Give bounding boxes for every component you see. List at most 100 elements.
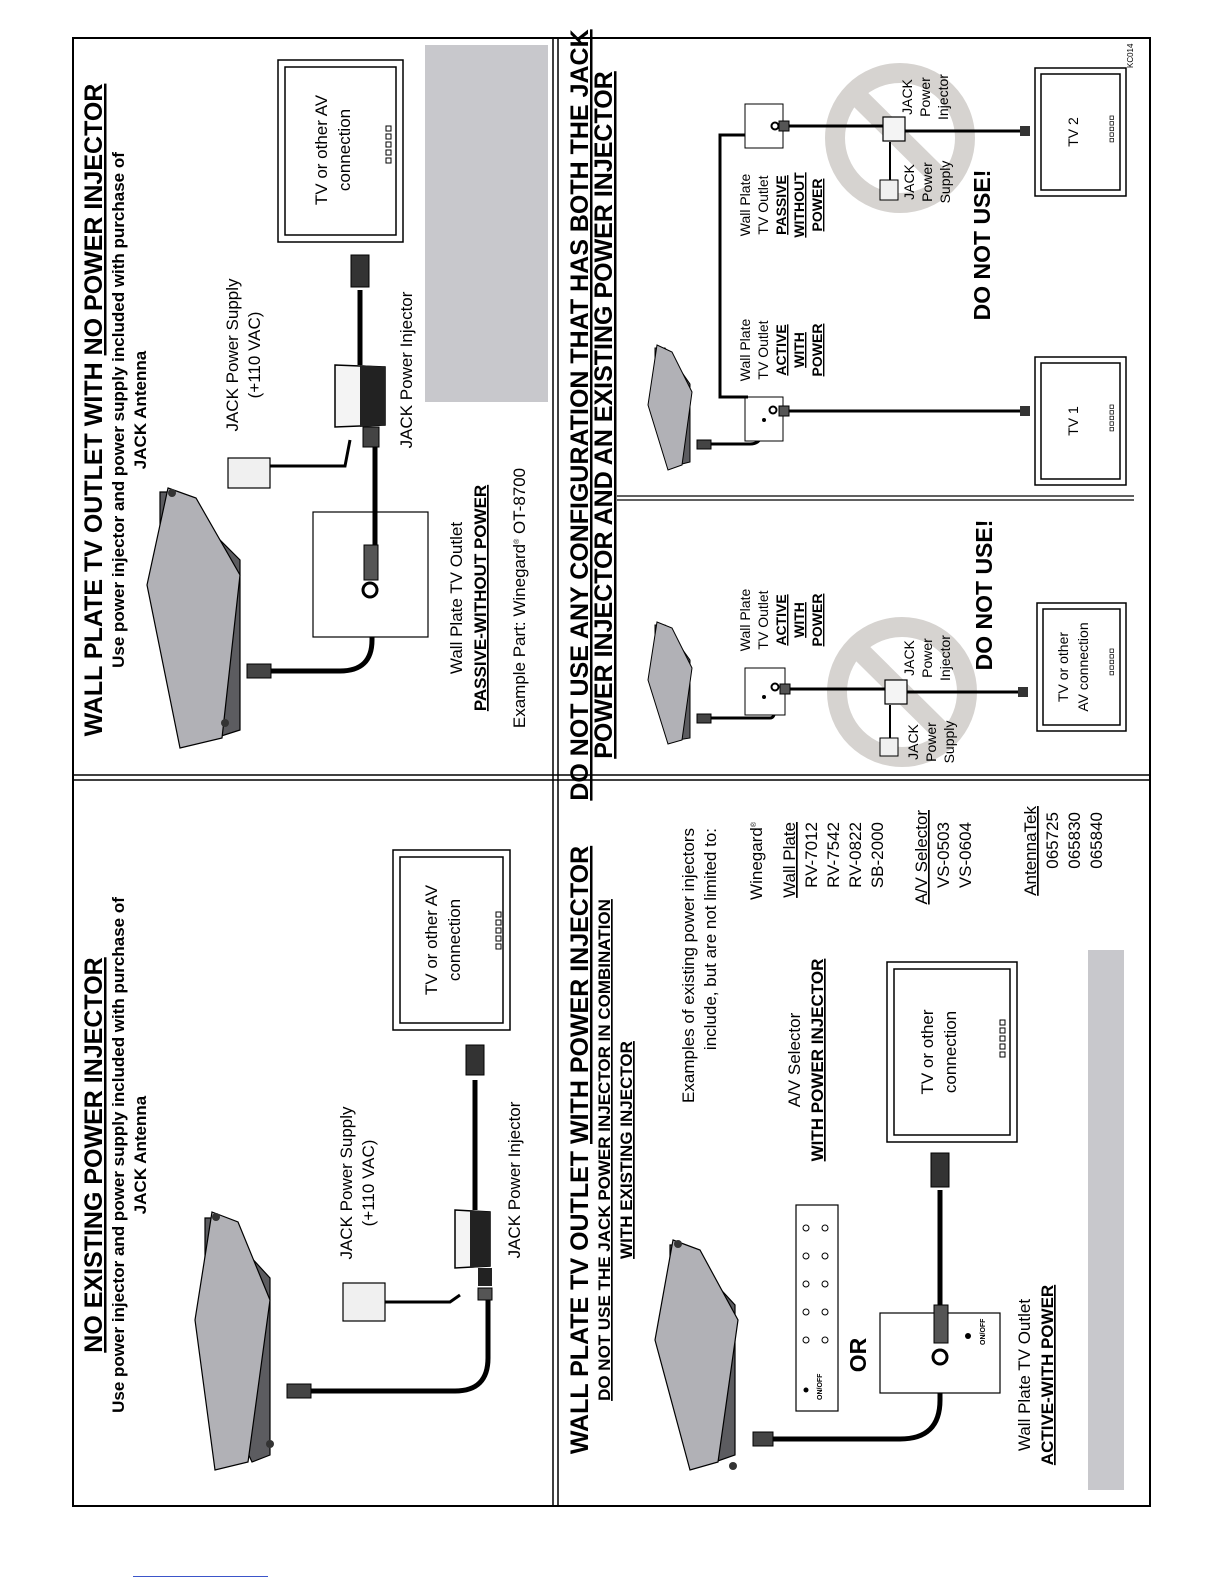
q3-antennatek-item-1: 065725 xyxy=(1043,812,1062,869)
q2-antenna xyxy=(146,487,272,749)
q1-supply-label-2: (+110 VAC) xyxy=(359,1140,378,1227)
q4-right-active-3: ACTIVE xyxy=(773,324,789,375)
q2-injector-label: JACK Power Injector xyxy=(397,291,416,448)
q4-left-supply-3: Supply xyxy=(941,721,957,764)
q1-title: NO EXISTING POWER INJECTOR xyxy=(80,957,108,1352)
q2-subtitle-line1: Use power injector and power supply incl… xyxy=(109,152,128,668)
svg-text:ON/OFF: ON/OFF xyxy=(817,1373,824,1400)
q2-supply-label-1: JACK Power Supply xyxy=(223,278,242,432)
q1-tv-connector xyxy=(465,1044,485,1076)
q4-left-wall-plate-icon xyxy=(744,667,791,716)
q4-right-tv2-connector xyxy=(1020,126,1030,136)
q4-left-tv-icon xyxy=(1036,602,1127,732)
q2-subtitle-line2: JACK Antenna xyxy=(131,350,150,469)
q4-left-antenna xyxy=(647,621,712,745)
q3-tv-label-2: connection xyxy=(941,1011,960,1093)
q4-left-outlet-2: TV Outlet xyxy=(755,590,771,649)
q2-power-supply-icon xyxy=(227,457,271,489)
q4-right-active-1: Wall Plate xyxy=(737,319,753,382)
q4-right-passive-4: WITHOUT xyxy=(791,172,807,238)
q4-left-supply-icon xyxy=(879,737,899,757)
q1-subtitle-line1: Use power injector and power supply incl… xyxy=(109,897,128,1413)
q3-outlet-label-2: ACTIVE-WITH POWER xyxy=(1038,1285,1057,1465)
q3-wall-plate-item-1: RV-7012 xyxy=(802,822,821,888)
q4-left-outlet-5: POWER xyxy=(809,594,825,647)
q2-example-part: Example Part: Winegard® OT-8700 xyxy=(510,468,529,728)
q4-left-tv-label-1: TV or other xyxy=(1055,632,1071,702)
q4-right-active-5: POWER xyxy=(809,324,825,377)
q4-right-injector-icon xyxy=(882,116,906,142)
q4-left-warning: DO NOT USE! xyxy=(971,520,997,671)
q3-antenna xyxy=(654,1239,774,1471)
q2-tv-icon xyxy=(277,59,404,243)
q4-right-antenna xyxy=(647,344,712,471)
q3-examples-line2: include, but are not limited to: xyxy=(701,828,720,1050)
q3-wall-plate-head: Wall Plate xyxy=(780,822,799,898)
q4-right-warning: DO NOT USE! xyxy=(969,170,995,321)
q3-wall-plate-icon: ON/OFF xyxy=(879,1304,1001,1394)
q1-tv-label-1: TV or other AV xyxy=(422,884,441,995)
q4-left-outlet-1: Wall Plate xyxy=(737,589,753,652)
q3-antennatek-item-2: 065830 xyxy=(1065,812,1084,869)
q3-wall-plate-item-2: RV-7542 xyxy=(824,822,843,888)
q1-supply-label-1: JACK Power Supply xyxy=(337,1106,356,1260)
q4-left-injector-2: Power xyxy=(919,638,935,678)
q4-right-cable-between xyxy=(718,133,748,399)
doc-code: KC014 xyxy=(1126,43,1135,68)
q4-right-passive-outlet-icon xyxy=(744,103,790,149)
q1-power-supply-icon xyxy=(342,1282,386,1322)
q3-wall-plate-item-4: SB-2000 xyxy=(868,822,887,888)
q3-av-selector-icon: ON/OFF xyxy=(795,1204,839,1412)
q3-cable-antenna xyxy=(773,1380,943,1442)
q3-av-selector-head: A/V Selector xyxy=(912,810,931,905)
q3-examples-line1: Examples of existing power injectors xyxy=(679,828,698,1103)
page-frame xyxy=(72,37,1151,1507)
q4-left-injector-1: JACK xyxy=(901,639,917,675)
q4-right-active-outlet-icon xyxy=(744,396,790,442)
q2-cable-antenna xyxy=(271,620,375,674)
q1-tv-label-2: connection xyxy=(445,899,464,981)
q2-outlet-socket xyxy=(361,581,379,599)
q4-right-tv2-icon xyxy=(1034,67,1127,197)
q2-tv-connector xyxy=(350,254,370,288)
q3-title: WALL PLATE TV OUTLET WITH POWER INJECTOR xyxy=(566,846,594,1454)
q3-gray-box xyxy=(1088,950,1124,1490)
q4-right-supply-1: JACK xyxy=(901,163,917,199)
q2-tv-label-1: TV or other AV xyxy=(312,94,331,205)
q2-tv-label-2: connection xyxy=(335,109,354,191)
q3-panel: WALL PLATE TV OUTLET WITH POWER INJECTOR… xyxy=(566,806,1124,1490)
q3-selector-label-1: A/V Selector xyxy=(785,1012,804,1107)
q3-brand: Winegard® xyxy=(747,821,766,900)
q4-left-outlet-3: ACTIVE xyxy=(773,594,789,645)
q4-left-injector-icon xyxy=(884,679,908,705)
q2-supply-label-2: (+110 VAC) xyxy=(245,312,264,399)
q4-right-tv2-label: TV 2 xyxy=(1065,117,1081,147)
q4-right-tv1-connector xyxy=(1020,406,1030,416)
q1-subtitle-line2: JACK Antenna xyxy=(131,1095,150,1214)
q4-right-injector-2: Power xyxy=(917,77,933,117)
q4-right-tv1-label: TV 1 xyxy=(1065,406,1081,436)
q4-right-active-2: TV Outlet xyxy=(755,320,771,379)
q3-or-label: OR xyxy=(845,1337,871,1372)
q4-left-injector-3: Injector xyxy=(937,635,953,681)
q3-av-selector-item-2: VS-0604 xyxy=(956,822,975,888)
q3-selector-label-2: WITH POWER INJECTOR xyxy=(808,959,827,1162)
q3-outlet-label-1: Wall Plate TV Outlet xyxy=(1015,1299,1034,1451)
q3-tv-label-1: TV or other xyxy=(918,1009,937,1094)
q4-right-supply-icon xyxy=(879,179,899,201)
q3-wall-plate-item-3: RV-0822 xyxy=(846,822,865,888)
q4-panel: DO NOT USE ANY CONFIGURATION THAT HAS BO… xyxy=(566,29,1127,801)
q4-right-tv1-icon xyxy=(1034,356,1127,486)
q4-right-passive-3: PASSIVE xyxy=(773,175,789,235)
q4-right-no-symbol-circle xyxy=(825,63,975,213)
q1-injector-label: JACK Power Injector xyxy=(505,1101,524,1258)
svg-text:ON/OFF: ON/OFF xyxy=(980,1318,987,1345)
q1-panel: NO EXISTING POWER INJECTOR Use power inj… xyxy=(80,849,524,1471)
q3-subtitle-line1: DO NOT USE THE JACK POWER INJECTOR IN CO… xyxy=(595,899,614,1401)
q3-subtitle-line2: WITH EXISTING INJECTOR xyxy=(617,1041,636,1259)
q4-title-line1: DO NOT USE ANY CONFIGURATION THAT HAS BO… xyxy=(566,29,594,800)
q2-outlet-label-1: Wall Plate TV Outlet xyxy=(447,522,466,674)
q2-panel: WALL PLATE TV OUTLET WITH NO POWER INJEC… xyxy=(80,45,548,749)
q2-title: WALL PLATE TV OUTLET WITH NO POWER INJEC… xyxy=(80,84,108,737)
q1-tv-icon xyxy=(392,849,511,1031)
